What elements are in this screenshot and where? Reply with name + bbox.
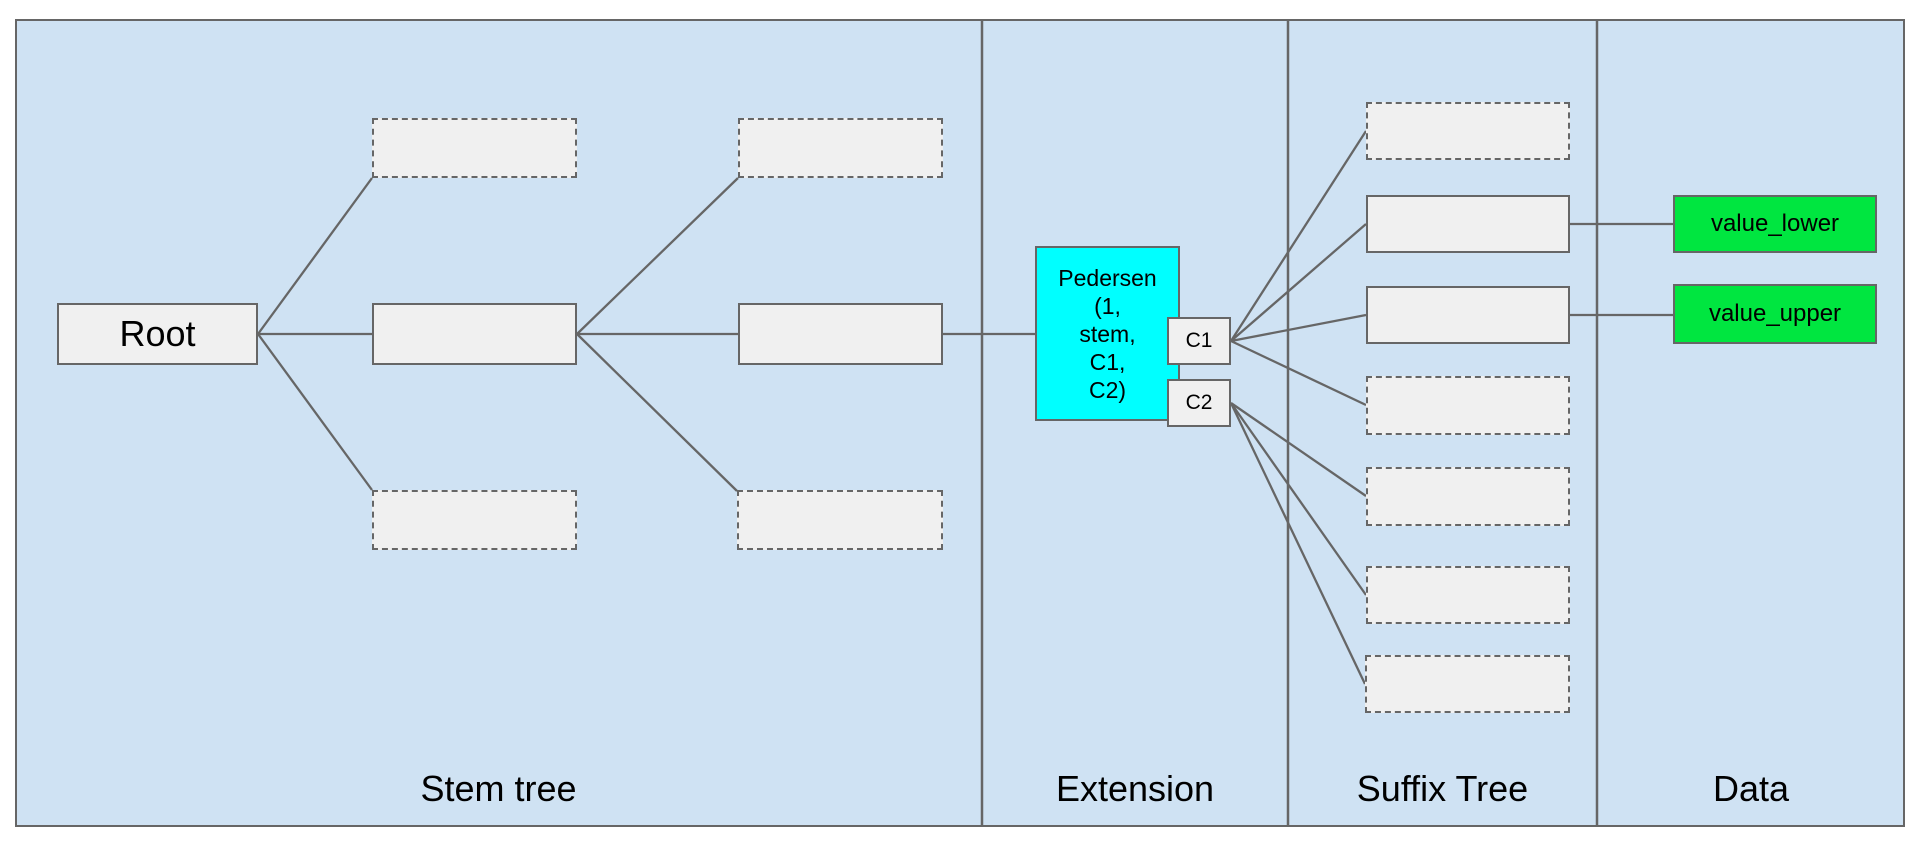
edge-c1-to-suffix-1: [1230, 130, 1367, 342]
suffix-placeholder-node-6[interactable]: [1366, 566, 1570, 624]
suffix-node-3[interactable]: [1366, 286, 1570, 344]
root-node-label: Root: [119, 313, 196, 354]
pedersen-node-label: Pedersen (1, stem, C1, C2): [1058, 264, 1157, 403]
stem-node-l2-mid[interactable]: [372, 303, 577, 365]
edge-c2-to-suffix-7: [1229, 402, 1367, 685]
section-label-stem-tree: Stem tree: [420, 768, 577, 809]
section-label-extension: Extension: [1055, 768, 1215, 809]
suffix-placeholder-node-5[interactable]: [1366, 467, 1570, 526]
value-upper-node[interactable]: value_upper: [1673, 284, 1877, 344]
section-dividers: [980, 19, 1599, 827]
value-upper-label: value_upper: [1708, 300, 1842, 327]
suffix-node-2[interactable]: [1366, 195, 1570, 253]
stem-placeholder-node-l2-top[interactable]: [372, 118, 577, 178]
edge-c2-to-suffix-6: [1230, 402, 1367, 596]
value-lower-node[interactable]: value_lower: [1673, 195, 1877, 253]
connector-edges: [257, 130, 1673, 685]
stem-placeholder-node-l3-bottom[interactable]: [737, 490, 943, 550]
c1-node-label: C1: [1185, 329, 1213, 352]
edge-stem-l2-to-l3-bottom: [576, 333, 738, 492]
edge-root-to-stem-l2-bottom: [257, 333, 373, 491]
c2-node-label: C2: [1185, 391, 1213, 414]
edge-stem-l2-to-l3-top: [576, 177, 739, 335]
edge-c1-to-suffix-4: [1230, 339, 1367, 407]
stem-placeholder-node-l2-bottom[interactable]: [372, 490, 577, 550]
value-lower-label: value_lower: [1710, 210, 1840, 237]
diagram-border: [15, 19, 1905, 827]
section-label-suffix-tree: Suffix Tree: [1356, 768, 1529, 809]
stem-node-l3-mid[interactable]: [738, 303, 943, 365]
pedersen-commitment-node[interactable]: Pedersen (1, stem, C1, C2): [1035, 246, 1180, 421]
suffix-placeholder-node-4[interactable]: [1366, 376, 1570, 435]
edge-c1-to-suffix-3: [1230, 313, 1367, 343]
c1-commitment-node[interactable]: C1: [1167, 317, 1231, 365]
edge-root-to-stem-l2-top: [257, 177, 373, 335]
suffix-placeholder-node-1[interactable]: [1366, 102, 1570, 160]
c2-commitment-node[interactable]: C2: [1167, 379, 1231, 427]
edge-c1-to-suffix-2: [1230, 223, 1367, 342]
root-node[interactable]: Root: [57, 303, 258, 365]
section-label-data: Data: [1712, 768, 1790, 809]
suffix-placeholder-node-7[interactable]: [1365, 655, 1570, 713]
edge-c2-to-suffix-5: [1230, 402, 1367, 497]
stem-placeholder-node-l3-top[interactable]: [738, 118, 943, 178]
